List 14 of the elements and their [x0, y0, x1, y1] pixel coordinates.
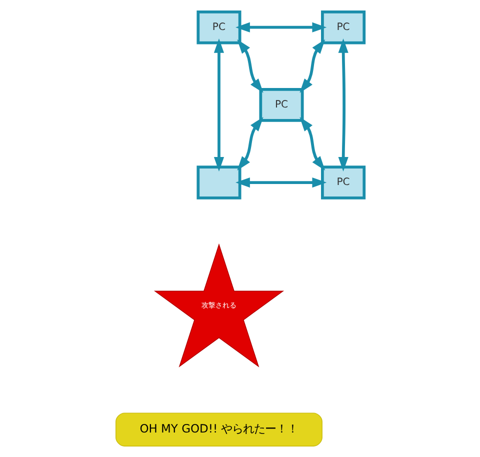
node-box: PC: [196, 10, 242, 44]
node-box: PC: [321, 10, 366, 44]
arrow: [236, 177, 327, 188]
arrow: [237, 38, 264, 92]
arrow: [236, 22, 327, 32]
node-box: OH MY GOD!! やられたー！！: [116, 412, 322, 446]
node-box: PC: [259, 88, 304, 122]
arrow: [338, 38, 348, 171]
node-box: [196, 165, 242, 199]
arrow: [300, 116, 326, 170]
node-box: PC: [321, 165, 366, 199]
arrow: [300, 38, 326, 92]
arrow: [214, 38, 224, 171]
arrow: [237, 116, 264, 170]
